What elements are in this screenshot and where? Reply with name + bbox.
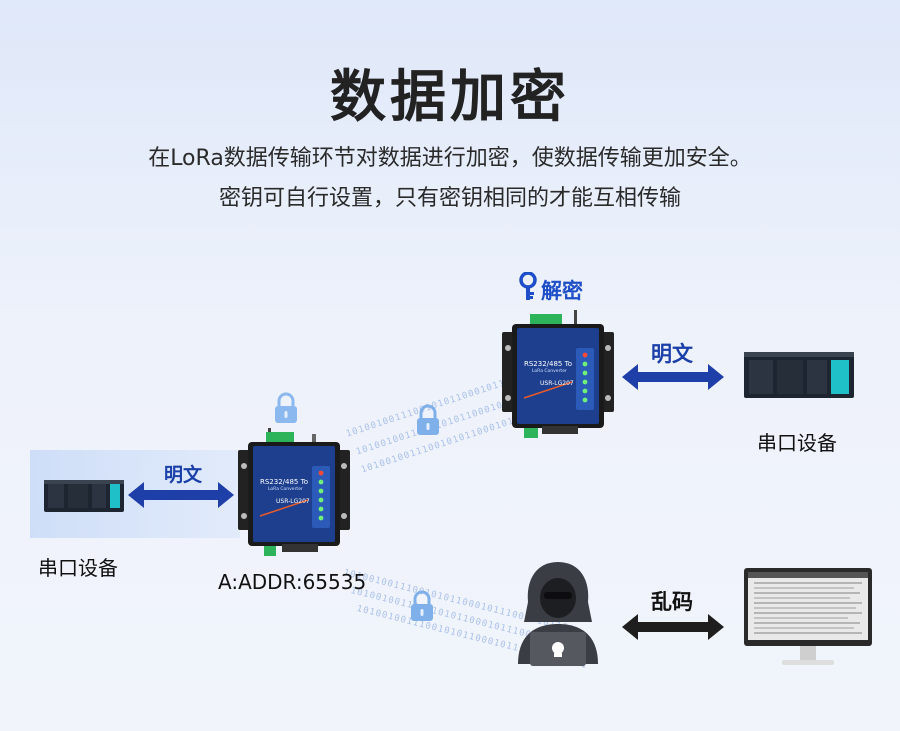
plain-arrow-left <box>128 482 234 508</box>
gateway-right-line2: LoRa Converter <box>532 369 567 374</box>
lock-icon <box>417 404 439 435</box>
decrypt-label: 解密 <box>541 279 583 303</box>
gateway-left-model: USR-LG207 <box>276 498 310 505</box>
plain-arrow-right <box>622 364 724 390</box>
gateway-body-icon <box>238 428 350 556</box>
plc-device-icon <box>44 480 124 512</box>
lock-icon <box>411 590 433 621</box>
page-title: 数据加密 <box>330 65 570 130</box>
lock-icon <box>275 392 297 423</box>
monitor-icon <box>744 568 872 665</box>
gateway-right: RS232/485 To LoRa Converter USR-LG207 <box>502 310 614 440</box>
hacker-icon <box>518 562 598 666</box>
subtitle-line-1: 在LoRa数据传输环节对数据进行加密，使数据传输更加安全。 <box>148 146 752 171</box>
key-icon <box>519 272 537 300</box>
left-device-label: 串口设备 <box>38 556 118 580</box>
right-device-label: 串口设备 <box>757 431 837 455</box>
subtitle-line-2: 密钥可自行设置，只有密钥相同的才能互相传输 <box>218 186 681 211</box>
garbled-arrow <box>622 614 724 640</box>
gateway-body-icon <box>502 310 614 438</box>
gateway-left-line1: RS232/485 To <box>260 478 308 486</box>
gateway-left-line2: LoRa Converter <box>268 487 303 492</box>
gateway-left: RS232/485 To LoRa Converter USR-LG207 <box>238 428 350 558</box>
right-link-label: 明文 <box>651 342 693 366</box>
gateway-right-model: USR-LG207 <box>540 380 574 387</box>
gateway-right-line1: RS232/485 To <box>524 360 572 368</box>
hacker-link-label: 乱码 <box>651 590 693 614</box>
plc-device-icon <box>744 352 854 398</box>
left-link-label: 明文 <box>164 464 203 486</box>
address-label: A:ADDR:65535 <box>218 570 367 594</box>
